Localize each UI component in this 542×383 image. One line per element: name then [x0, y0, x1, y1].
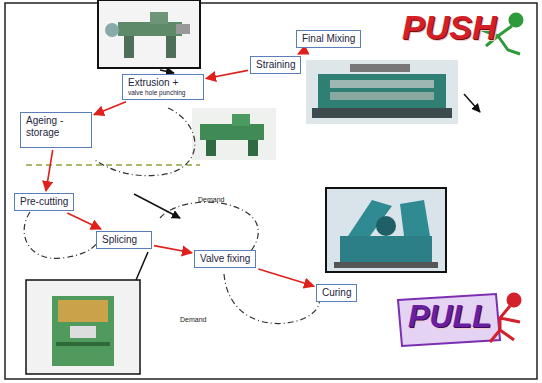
- flow-arrow: [154, 246, 192, 253]
- box-label: Splicing: [102, 234, 146, 246]
- page-frame: [5, 3, 537, 379]
- process-box: Ageing - storage: [20, 112, 92, 148]
- pull-logo-text: PULL: [408, 300, 492, 332]
- flow-arrow: [206, 70, 248, 78]
- box-label: Curing: [322, 287, 351, 299]
- process-box: Splicing: [96, 231, 152, 249]
- box-label: Straining: [256, 59, 295, 71]
- separator-line: [26, 164, 200, 166]
- flow-arrow: [46, 150, 53, 191]
- process-box: Straining: [250, 56, 301, 74]
- mill-picture: [306, 60, 458, 124]
- process-box: Curing: [316, 284, 357, 302]
- extruder-photo: [192, 108, 276, 160]
- process-box: Final Mixing: [296, 30, 361, 48]
- process-box: Pre-cutting: [14, 193, 74, 211]
- demand-label: Demand: [180, 316, 206, 323]
- box-note: valve hole punching: [128, 89, 198, 97]
- leader-arrow: [134, 70, 480, 280]
- flow-arrow: [258, 269, 314, 286]
- process-box: Extrusion +valve hole punching: [122, 74, 204, 100]
- box-label: Extrusion +: [128, 77, 198, 89]
- flow-arrow: [298, 50, 306, 54]
- box-label: Valve fixing: [200, 253, 250, 265]
- pull-banner: [398, 294, 520, 346]
- extruder-picture: [98, 0, 200, 68]
- push-logo-text: PUSH: [402, 10, 496, 44]
- flow-arrow: [94, 102, 126, 115]
- process-box: Valve fixing: [194, 250, 256, 268]
- flow-arrow: [67, 213, 101, 229]
- box-label: Pre-cutting: [20, 196, 68, 208]
- splicer-picture: [26, 280, 140, 374]
- box-label: Ageing - storage: [26, 115, 86, 139]
- curing-press-picture: [326, 188, 446, 272]
- demand-label: Demand: [198, 196, 224, 203]
- box-label: Final Mixing: [302, 33, 355, 45]
